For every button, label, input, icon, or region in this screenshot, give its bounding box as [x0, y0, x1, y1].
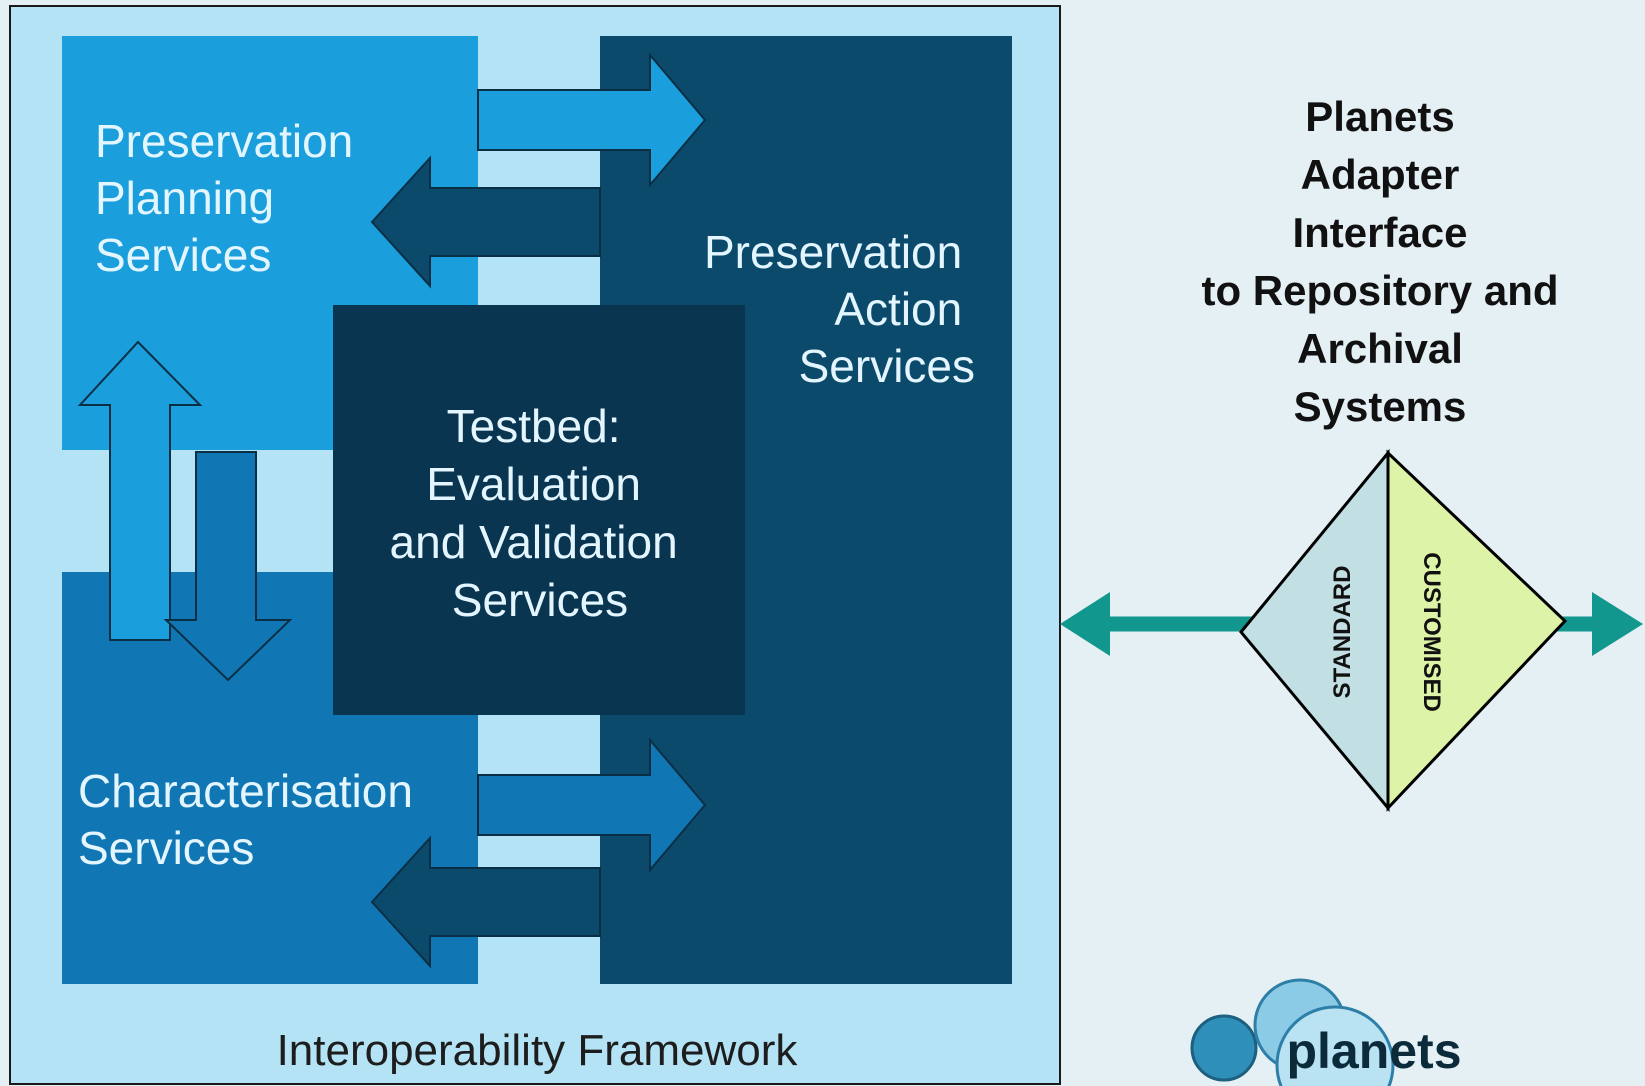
adapter-interface-title: Planets Adapter Interface to Repository … — [1150, 88, 1610, 436]
standard-half — [1239, 448, 1390, 813]
preservation-action-services-block — [600, 36, 1012, 984]
planning-to-action-arrow — [477, 52, 707, 188]
logo-small-circle — [1190, 1014, 1258, 1082]
characterisation-label: Characterisation Services — [78, 765, 426, 874]
adapter-title-line: to Repository and — [1201, 267, 1559, 314]
planning-to-characterisation-arrow — [163, 451, 293, 682]
characterisation-to-planning-arrow — [77, 340, 203, 641]
adapter-title-line: Systems — [1293, 383, 1467, 430]
adapter-title-line: Adapter — [1300, 151, 1460, 198]
connector-right-arrowhead — [1592, 592, 1643, 656]
action-to-planning-arrow — [370, 155, 601, 289]
logo-wordmark: planets — [1286, 1023, 1461, 1079]
characterisation-to-action-arrow — [477, 737, 707, 873]
action-label: Preservation Action Services — [704, 226, 975, 392]
planets-logo: planets — [1190, 978, 1462, 1086]
characterisation-services-block — [62, 572, 478, 984]
adapter-title-line: Archival — [1297, 325, 1463, 372]
standard-label: STANDARD — [1329, 566, 1356, 699]
preservation-planning-services-block — [62, 36, 478, 450]
testbed-label: Testbed: Evaluation and Validation Servi… — [390, 400, 691, 626]
framework-footer-label: Interoperability Framework — [277, 1026, 799, 1075]
action-to-characterisation-arrow — [370, 835, 601, 969]
adapter-title-line: Planets — [1305, 93, 1455, 140]
connector-left-arrowhead — [1060, 592, 1110, 656]
testbed-block — [333, 305, 745, 715]
adapter-title-line: Interface — [1292, 209, 1468, 256]
customised-half — [1386, 449, 1568, 812]
logo-large-circle — [1275, 1005, 1395, 1086]
customised-label: CUSTOMISED — [1418, 552, 1445, 712]
planning-label: Preservation Planning Services — [95, 115, 366, 281]
